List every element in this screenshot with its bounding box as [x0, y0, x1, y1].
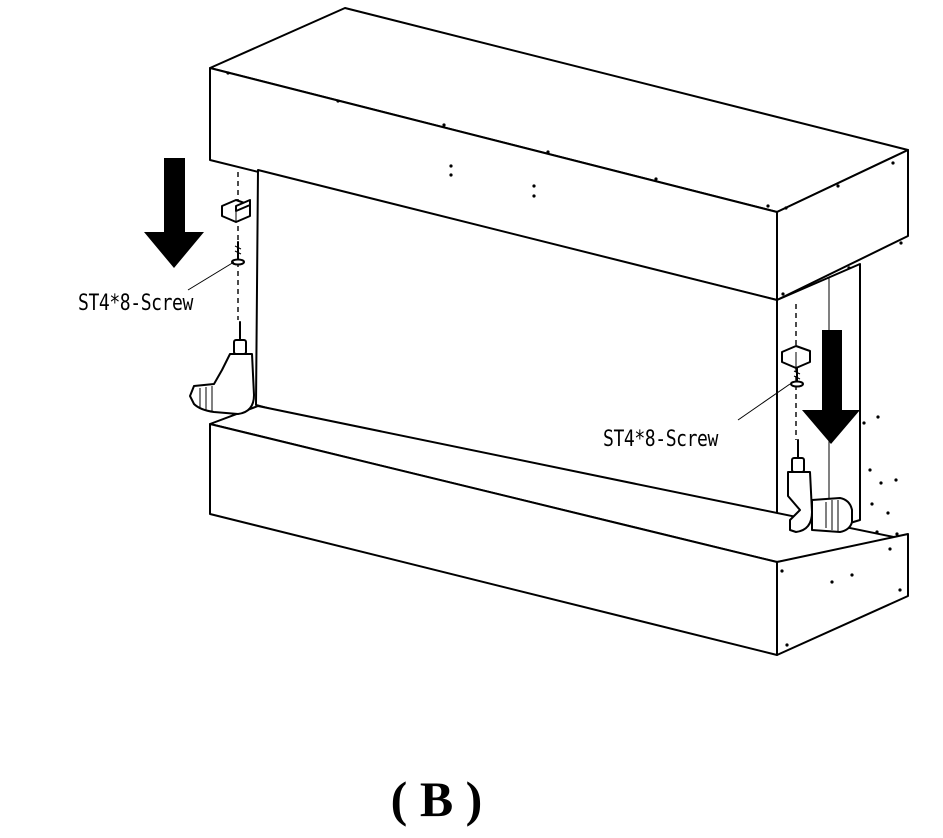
mounting-bracket-icon: [221, 199, 251, 223]
figure-caption: ( B ): [390, 771, 483, 827]
left-screw-callout: ST4*8-Screw: [78, 291, 193, 316]
screw-icon: [231, 241, 245, 266]
right-assembly: [737, 304, 860, 533]
power-drill-icon: [189, 321, 255, 415]
top-header-box: [209, 7, 909, 301]
left-assembly: [144, 158, 255, 415]
right-screw-callout: ST4*8-Screw: [603, 427, 718, 452]
bottom-base-box: [209, 405, 909, 656]
down-arrow-icon: [802, 330, 860, 444]
screw-icon: [790, 367, 804, 388]
mounting-bracket-icon: [781, 345, 811, 369]
side-panel-dots: [862, 415, 899, 551]
power-drill-icon: [787, 439, 853, 533]
down-arrow-icon: [144, 158, 204, 268]
